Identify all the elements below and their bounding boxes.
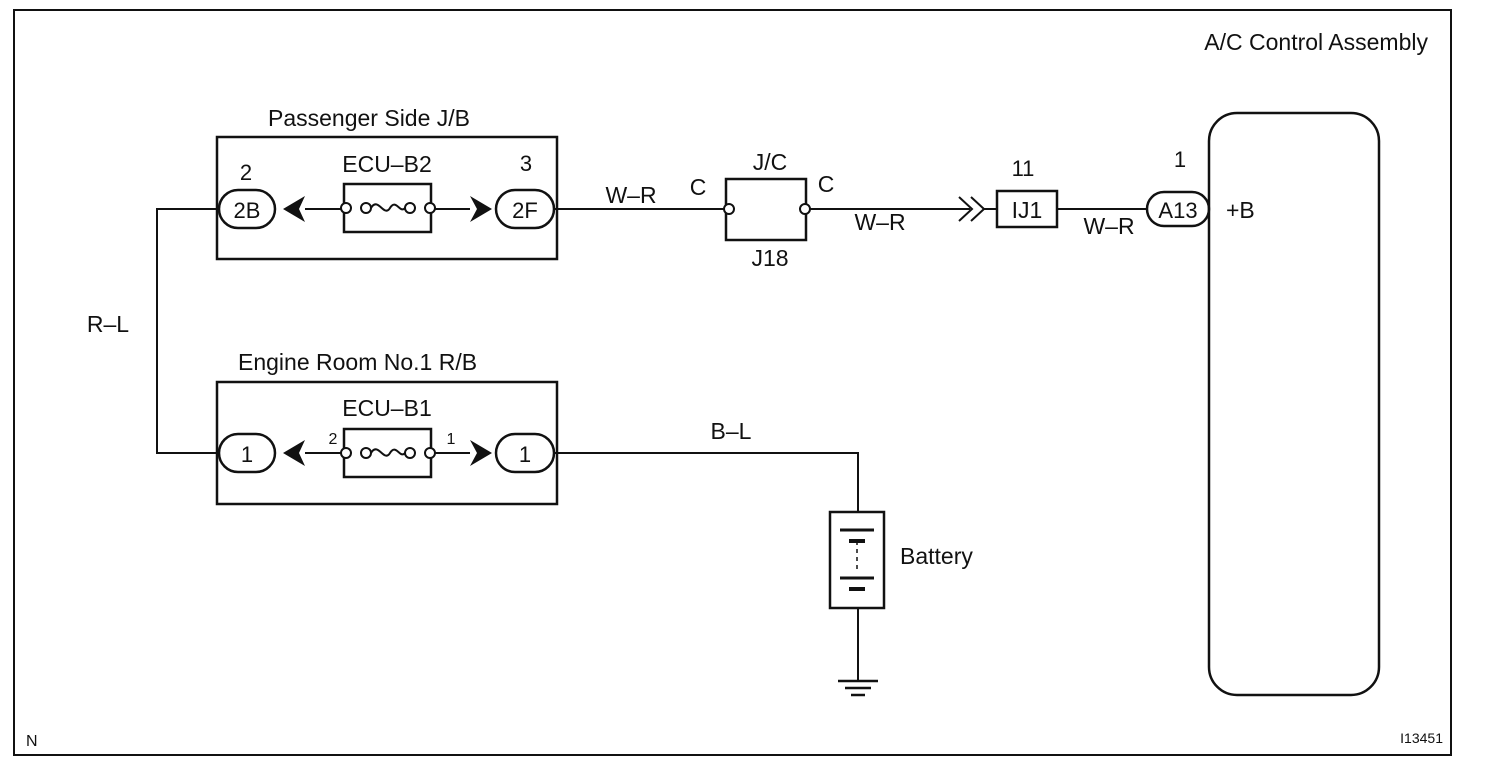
- engine-rb-fuse-label: ECU–B1: [342, 395, 431, 421]
- chevron-left-icon: [283, 440, 305, 466]
- engine-rb-left-connector-label: 1: [241, 442, 253, 467]
- engine-rb-left-connector: [217, 432, 277, 474]
- ac-control-title: A/C Control Assembly: [1204, 29, 1428, 55]
- chevron-right-icon: [470, 440, 492, 466]
- wire-label-jb-to-jc: W–R: [605, 182, 656, 208]
- ac-terminal-label: +B: [1226, 197, 1255, 223]
- passenger-jb-right-pin: 3: [520, 151, 532, 176]
- junction-box: [724, 177, 808, 242]
- engine-rb-title: Engine Room No.1 R/B: [238, 349, 477, 375]
- wire-label-jc-to-ij1: W–R: [854, 209, 905, 235]
- battery-label: Battery: [900, 543, 973, 569]
- wire-label-rb-to-battery: B–L: [711, 418, 752, 444]
- connector-2f: [494, 188, 556, 230]
- battery-icon: [840, 528, 874, 591]
- junction-right-pin: C: [818, 171, 835, 197]
- passenger-jb-fuse-label: ECU–B2: [342, 151, 431, 177]
- junction-name: J/C: [753, 149, 788, 175]
- diagram-frame: [13, 9, 1452, 756]
- passenger-jb-left-pin: 2: [240, 160, 252, 185]
- ac-control-pin-number: 1: [1174, 147, 1186, 172]
- connector-2f-label: 2F: [512, 198, 538, 223]
- ground-icon: [838, 679, 878, 697]
- ac-control-assembly-box: [1207, 111, 1381, 697]
- junction-id: J18: [751, 245, 788, 271]
- engine-rb-fuse-pin-left: 2: [329, 431, 338, 448]
- battery-box: [828, 510, 886, 610]
- inline-connector-label: IJ1: [1012, 197, 1043, 223]
- chevron-left-icon: [283, 196, 305, 222]
- inline-connector-pin: 11: [1012, 156, 1035, 181]
- wire-label-jb-to-rb: R–L: [87, 311, 129, 337]
- fuse-ecu-b2: [342, 182, 433, 234]
- passenger-jb-box: [215, 135, 559, 261]
- ac-connector-label: A13: [1158, 198, 1197, 223]
- connector-2b-label: 2B: [234, 198, 261, 223]
- fuse-element-icon: [370, 203, 406, 212]
- fuse-element-icon: [370, 448, 406, 457]
- engine-rb-right-connector: [494, 432, 556, 474]
- wire-label-ij1-to-a13: W–R: [1083, 213, 1134, 239]
- engine-rb-fuse-pin-right: 1: [447, 431, 456, 448]
- figure-id: I13451: [1400, 730, 1443, 746]
- engine-rb-box: [215, 380, 559, 506]
- junction-left-pin: C: [690, 174, 707, 200]
- passenger-jb-title: Passenger Side J/B: [268, 105, 470, 131]
- chevron-right-icon: [470, 196, 492, 222]
- corner-letter: N: [26, 733, 38, 750]
- fuse-ecu-b1: [342, 427, 433, 479]
- engine-rb-right-connector-label: 1: [519, 442, 531, 467]
